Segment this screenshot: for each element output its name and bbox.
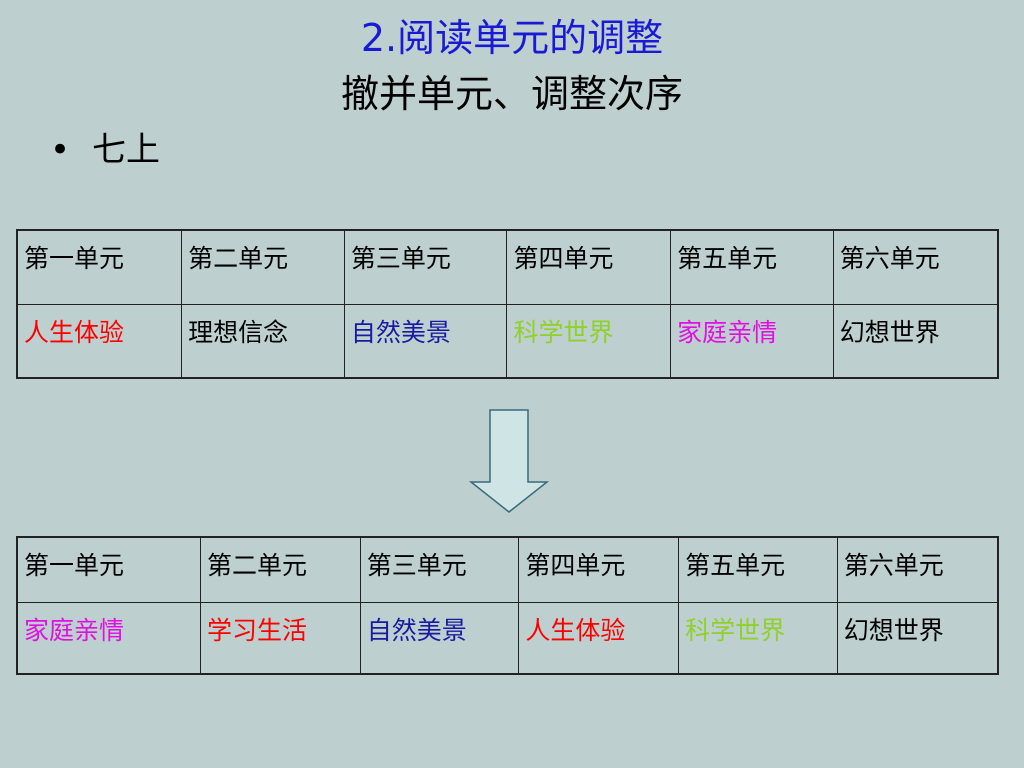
- header-cell: 第三单元: [359, 536, 520, 603]
- table-before: 第一单元 第二单元 第三单元 第四单元 第五单元 第六单元 人生体验 理想信念 …: [16, 229, 999, 379]
- table-header-row: 第一单元 第二单元 第三单元 第四单元 第五单元 第六单元: [16, 536, 999, 603]
- unit-cell: 幻想世界: [832, 303, 999, 379]
- unit-cell: 学习生活: [200, 601, 361, 675]
- unit-cell: 科学世界: [506, 303, 672, 379]
- unit-cell: 自然美景: [359, 601, 520, 675]
- header-cell: 第一单元: [16, 536, 202, 603]
- header-cell: 第二单元: [200, 536, 361, 603]
- unit-cell: 幻想世界: [836, 601, 999, 675]
- table-row: 家庭亲情 学习生活 自然美景 人生体验 科学世界 幻想世界: [16, 601, 999, 675]
- unit-cell: 家庭亲情: [670, 303, 834, 379]
- unit-cell: 人生体验: [518, 601, 680, 675]
- unit-cell: 自然美景: [343, 303, 508, 379]
- header-cell: 第四单元: [518, 536, 680, 603]
- table-header-row: 第一单元 第二单元 第三单元 第四单元 第五单元 第六单元: [16, 229, 999, 305]
- table-row: 人生体验 理想信念 自然美景 科学世界 家庭亲情 幻想世界: [16, 303, 999, 379]
- unit-cell: 人生体验: [16, 303, 183, 379]
- header-cell: 第五单元: [670, 229, 834, 305]
- bullet-dot-icon: •: [50, 130, 71, 170]
- header-cell: 第四单元: [506, 229, 672, 305]
- down-arrow-icon: [468, 409, 550, 513]
- slide-subtitle: 撤并单元、调整次序: [340, 72, 683, 116]
- header-cell: 第二单元: [181, 229, 345, 305]
- bullet-item: • 七上: [50, 125, 160, 175]
- unit-cell: 家庭亲情: [16, 601, 202, 675]
- table-after: 第一单元 第二单元 第三单元 第四单元 第五单元 第六单元 家庭亲情 学习生活 …: [16, 536, 999, 675]
- slide-title: 2.阅读单元的调整: [360, 16, 664, 60]
- header-cell: 第三单元: [343, 229, 508, 305]
- header-cell: 第六单元: [836, 536, 999, 603]
- header-cell: 第六单元: [832, 229, 999, 305]
- header-cell: 第五单元: [678, 536, 838, 603]
- header-cell: 第一单元: [16, 229, 183, 305]
- bullet-text: 七上: [92, 130, 160, 170]
- unit-cell: 理想信念: [181, 303, 345, 379]
- unit-cell: 科学世界: [678, 601, 838, 675]
